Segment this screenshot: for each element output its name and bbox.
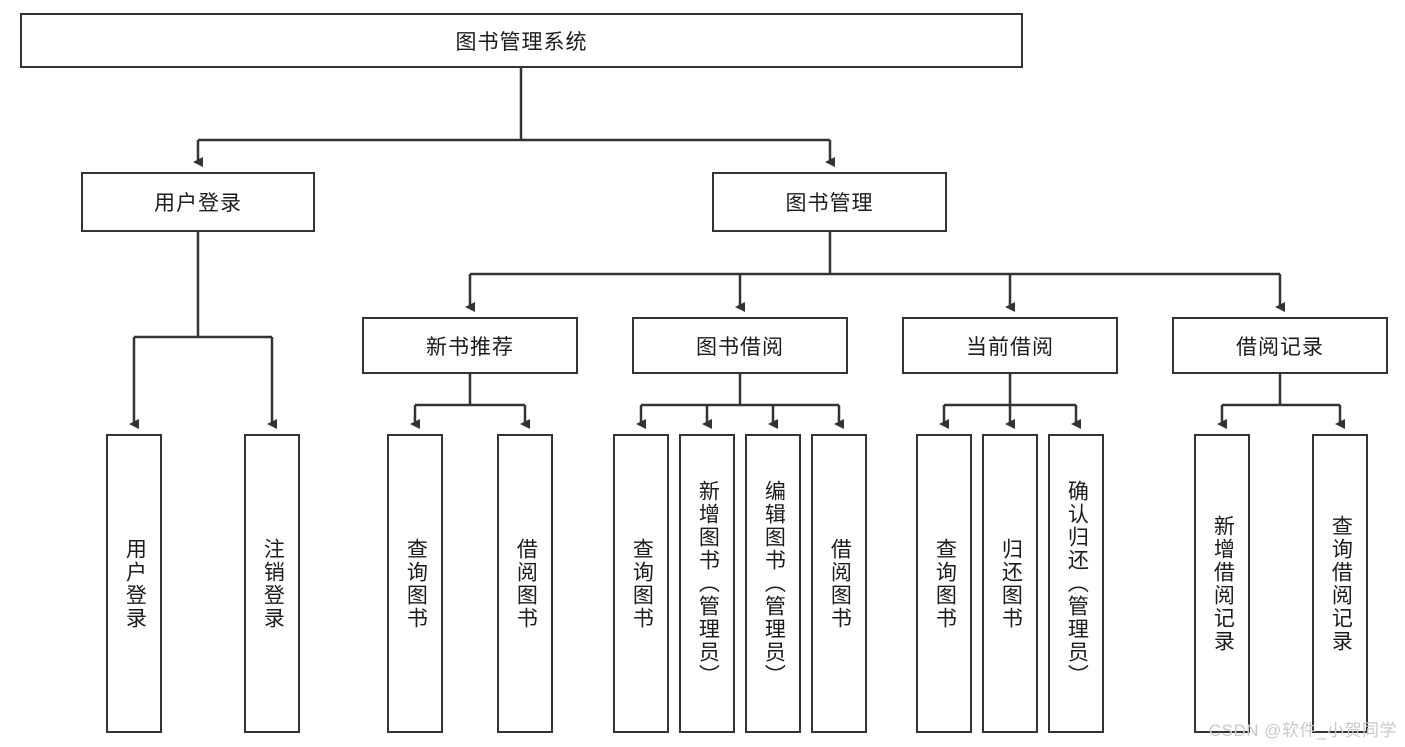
node-book-borrow[interactable]: 图书借阅 [632,317,848,374]
leaf-current-query-book[interactable]: 查询图书 [916,434,972,733]
node-label: 编辑图书（管理员） [762,480,786,687]
node-label: 借阅图书 [828,537,852,630]
leaf-current-confirm-return-admin[interactable]: 确认归还（管理员） [1048,434,1104,733]
node-label: 新增图书（管理员） [696,480,720,687]
node-label: 查询图书 [933,537,957,630]
leaf-borrow-query-book[interactable]: 查询图书 [613,434,669,733]
node-label: 新书推荐 [426,335,514,359]
node-label: 借阅记录 [1236,335,1324,359]
leaf-recommend-borrow-book[interactable]: 借阅图书 [497,434,553,733]
leaf-borrow-borrow-book[interactable]: 借阅图书 [811,434,867,733]
leaf-user-login-signout[interactable]: 注销登录 [244,434,300,733]
node-new-book-recommend[interactable]: 新书推荐 [362,317,578,374]
node-current-borrow[interactable]: 当前借阅 [902,317,1118,374]
node-label: 图书借阅 [696,335,784,359]
node-label: 归还图书 [999,537,1023,630]
node-label: 查询借阅记录 [1329,514,1353,653]
node-user-login[interactable]: 用户登录 [81,172,315,232]
node-label: 图书管理 [785,192,874,215]
leaf-user-login-signin[interactable]: 用户登录 [106,434,162,733]
node-label: 当前借阅 [966,335,1054,359]
node-label: 查询图书 [630,537,654,630]
node-label: 查询图书 [404,537,428,630]
node-label: 新增借阅记录 [1211,514,1235,653]
node-book-management-system[interactable]: 图书管理系统 [20,13,1023,68]
node-borrow-records[interactable]: 借阅记录 [1172,317,1388,374]
csdn-watermark: CSDN @软件_小贺同学 [1208,721,1397,740]
node-label: 确认归还（管理员） [1065,480,1089,687]
leaf-records-query-record[interactable]: 查询借阅记录 [1312,434,1368,733]
leaf-records-add-record[interactable]: 新增借阅记录 [1194,434,1250,733]
leaf-current-return-book[interactable]: 归还图书 [982,434,1038,733]
node-label: 用户登录 [123,537,147,630]
node-label: 注销登录 [261,537,285,630]
leaf-borrow-edit-book-admin[interactable]: 编辑图书（管理员） [745,434,801,733]
node-label: 借阅图书 [514,537,538,630]
leaf-borrow-add-book-admin[interactable]: 新增图书（管理员） [679,434,735,733]
leaf-recommend-query-book[interactable]: 查询图书 [387,434,443,733]
node-book-management[interactable]: 图书管理 [712,172,947,232]
node-label: 图书管理系统 [455,30,588,54]
node-label: 用户登录 [154,192,242,215]
